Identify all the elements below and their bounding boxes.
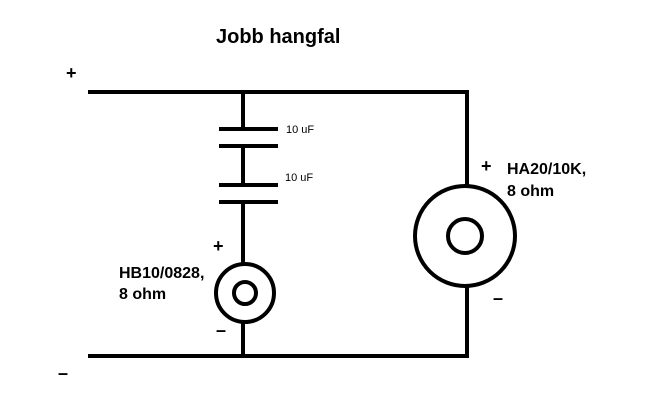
capacitor-1-label: 10 uF xyxy=(286,124,314,136)
positive-rail-sign: + xyxy=(66,63,77,83)
woofer-minus-sign: – xyxy=(493,288,503,308)
woofer-speaker-icon xyxy=(413,184,517,288)
woofer-model-label: HA20/10K, xyxy=(507,161,586,178)
negative-rail-sign: – xyxy=(58,363,68,383)
diagram-title: Jobb hangfal xyxy=(216,26,340,48)
tweeter-model-label: HB10/0828, xyxy=(119,265,204,282)
woofer-impedance-label: 8 ohm xyxy=(507,183,554,200)
woofer-plus-sign: + xyxy=(481,156,492,176)
tweeter-plus-sign: + xyxy=(213,236,224,256)
tweeter-speaker-icon xyxy=(214,262,276,324)
tweeter-impedance-label: 8 ohm xyxy=(119,286,166,303)
tweeter-minus-sign: – xyxy=(216,320,226,340)
capacitor-2-label: 10 uF xyxy=(285,172,313,184)
